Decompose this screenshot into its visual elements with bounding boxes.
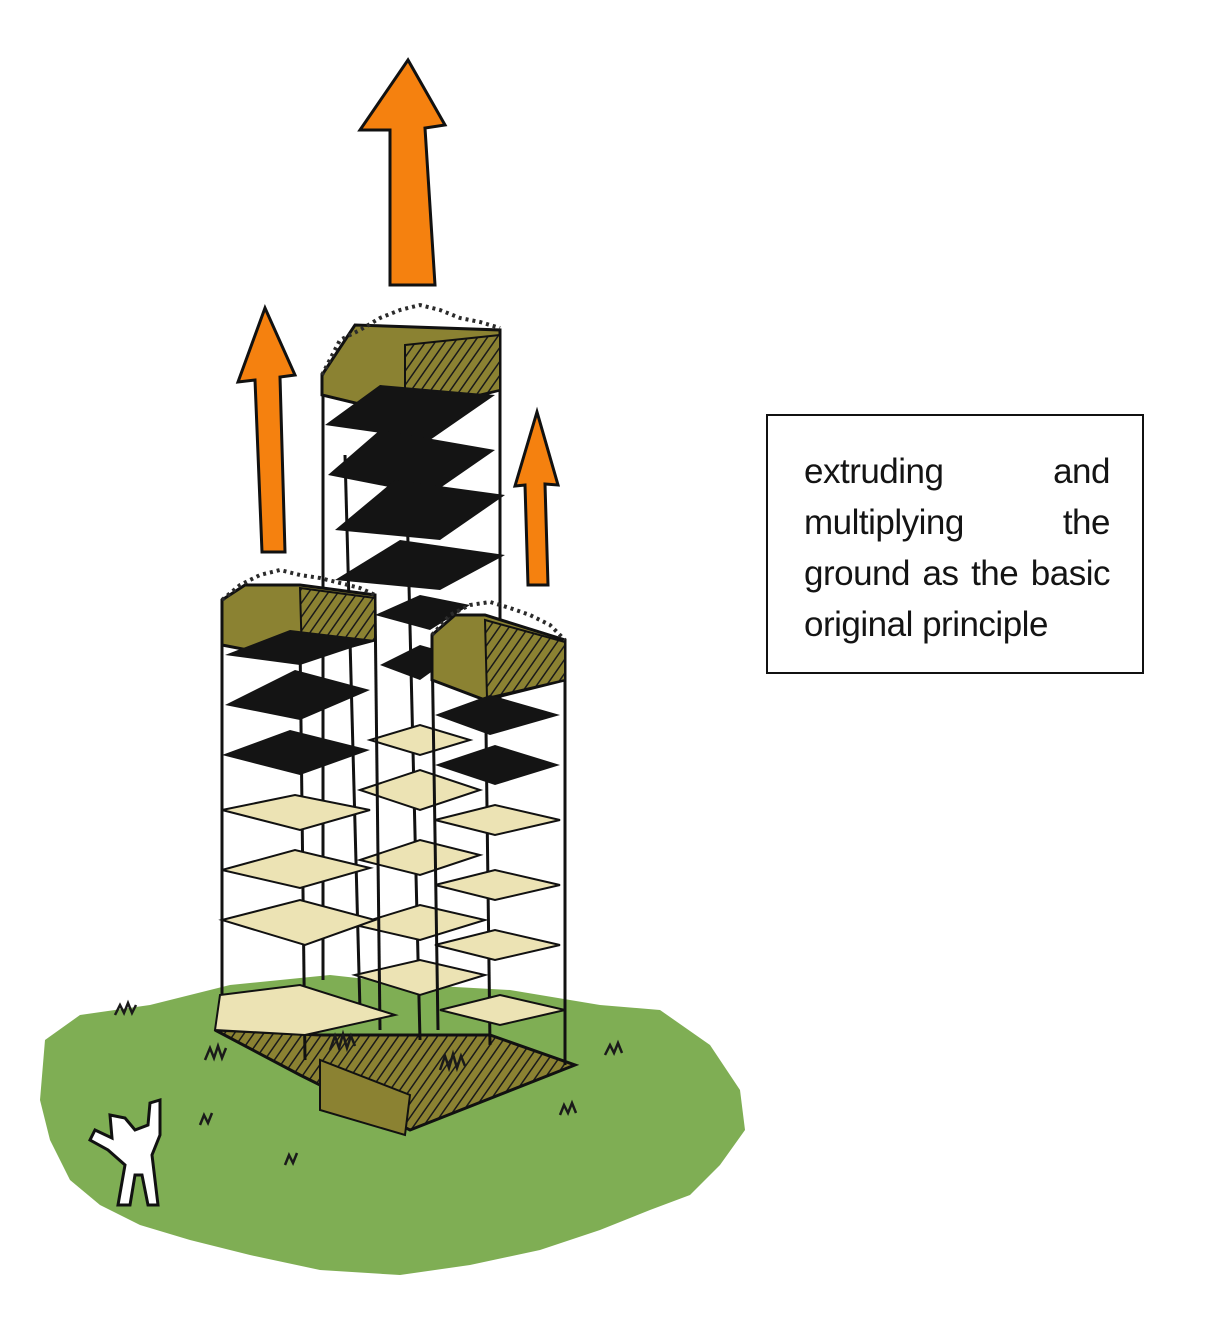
grass-tufts	[113, 999, 624, 1167]
caption-box: extruding and multiplying the ground as …	[766, 414, 1144, 674]
pit-soil	[319, 1058, 412, 1137]
orange-up-arrow-icon-right	[512, 406, 561, 587]
left-slabs	[213, 630, 399, 1037]
right-top-soil	[430, 599, 567, 702]
caption-text: extruding and multiplying the ground as …	[804, 452, 1111, 644]
orange-up-arrow-icon	[357, 57, 448, 287]
person-waving-icon	[88, 1097, 162, 1207]
orange-up-arrow-icon-left	[235, 304, 298, 554]
right-slabs	[434, 695, 566, 1027]
